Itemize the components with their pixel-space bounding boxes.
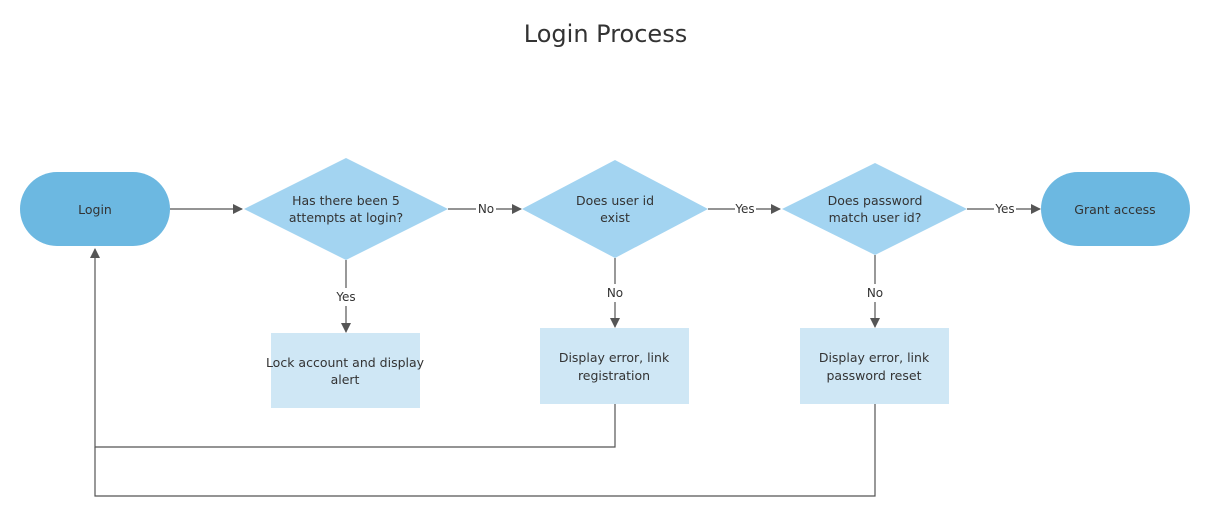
node-login-label: Login xyxy=(78,202,112,217)
edge-label-user-yes: Yes xyxy=(734,202,754,216)
node-login: Login xyxy=(20,172,170,246)
node-error-registration-label-line2: registration xyxy=(578,368,650,383)
node-user-exists-label-line1: Does user id xyxy=(576,193,654,208)
node-attempts-label-line2: attempts at login? xyxy=(289,210,403,225)
node-error-password-reset: Display error, link password reset xyxy=(800,328,949,404)
node-grant-access-label: Grant access xyxy=(1074,202,1155,217)
node-attempts-label-line1: Has there been 5 xyxy=(292,193,400,208)
node-password-match-label-line2: match user id? xyxy=(829,210,922,225)
node-error-password-reset-label-line2: password reset xyxy=(827,368,922,383)
node-error-registration: Display error, link registration xyxy=(540,328,689,404)
edge-label-password-yes: Yes xyxy=(994,202,1014,216)
node-user-exists-decision: Does user id exist xyxy=(522,160,708,258)
node-error-registration-label-line1: Display error, link xyxy=(559,350,670,365)
edge-label-attempts-no: No xyxy=(478,202,494,216)
node-lock-account-label-line1: Lock account and display xyxy=(266,355,425,370)
connectors xyxy=(90,209,1040,497)
edge-error-registration-to-login xyxy=(90,248,616,448)
edge-error-password-to-login xyxy=(94,404,876,497)
node-attempts-decision: Has there been 5 attempts at login? xyxy=(244,158,448,260)
edge-label-attempts-yes: Yes xyxy=(335,290,355,304)
node-password-match-decision: Does password match user id? xyxy=(782,163,967,255)
node-password-match-label-line1: Does password xyxy=(828,193,923,208)
node-lock-account-label-line2: alert xyxy=(331,372,360,387)
diagram-title: Login Process xyxy=(523,20,688,48)
node-user-exists-label-line2: exist xyxy=(600,210,630,225)
node-grant-access: Grant access xyxy=(1041,172,1190,246)
node-lock-account: Lock account and display alert xyxy=(266,333,425,408)
edge-label-password-no: No xyxy=(867,286,883,300)
edge-label-user-no: No xyxy=(607,286,623,300)
node-error-password-reset-label-line1: Display error, link xyxy=(819,350,930,365)
